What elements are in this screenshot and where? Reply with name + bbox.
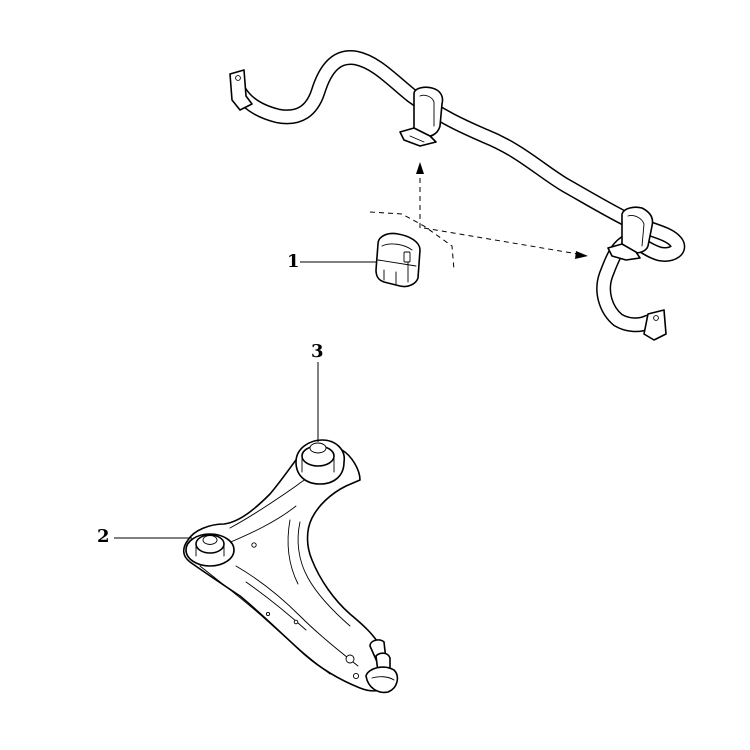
arrowhead-right xyxy=(575,251,588,259)
part-2-front-arm-bushing xyxy=(185,533,235,567)
part-1-stabilizer-bushing xyxy=(375,232,421,288)
ball-joint xyxy=(365,639,399,694)
lower-control-arm xyxy=(182,445,391,692)
installed-bushing-lower xyxy=(607,206,654,261)
installed-bushing-upper xyxy=(399,86,444,147)
callout-label-1: 1 xyxy=(287,251,300,272)
part-3-rear-arm-bushing xyxy=(295,439,346,485)
callout-label-2: 2 xyxy=(97,526,110,547)
bar-end-bracket-left xyxy=(229,69,253,111)
callout-label-3: 3 xyxy=(311,341,324,362)
arrowhead-up xyxy=(416,162,424,174)
bar-end-bracket-right xyxy=(643,309,667,341)
assembly-guide-lines xyxy=(369,172,579,271)
stabilizer-bar xyxy=(232,50,686,333)
